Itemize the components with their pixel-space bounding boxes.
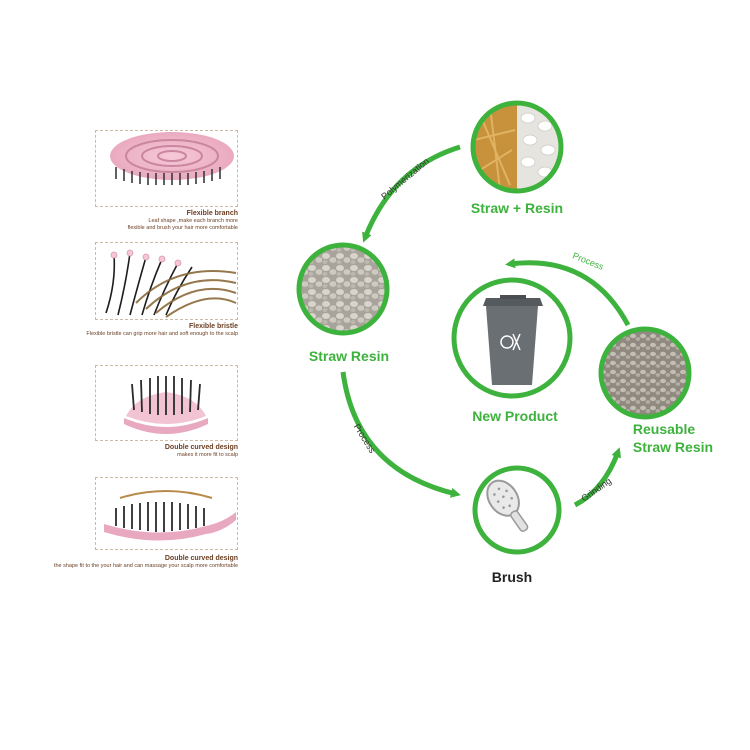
feature-desc-line: the shape fit to the your hair and can m…: [53, 563, 238, 569]
node-label-straw-resin-raw: Straw + Resin: [471, 200, 563, 216]
node-reusable-straw-resin: [598, 326, 692, 420]
side-brush-image: [104, 490, 236, 541]
brush-icon: [486, 479, 529, 532]
trash-bin-icon: [483, 295, 543, 385]
node-label-reusable-line2: Straw Resin: [633, 439, 713, 455]
edge-label-process-left: Process: [352, 422, 378, 455]
node-label-new-product: New Product: [472, 408, 558, 424]
node-straw-resin-raw: [470, 100, 564, 194]
leaf-brush-image: [110, 132, 234, 185]
node-label-straw-resin: Straw Resin: [309, 348, 389, 364]
node-brush: [472, 465, 562, 555]
feature-title: Flexible branch: [186, 210, 238, 217]
feature-panel-flexible-bristle: [95, 242, 238, 320]
feature-desc-line: flexible and brush your hair more comfor…: [127, 225, 238, 231]
feature-panel-double-curved-side: [95, 477, 238, 550]
edge-label-process-top: Process: [571, 250, 605, 272]
feature-desc-line: Leaf shape ,make each branch more: [148, 218, 238, 224]
feature-panel-double-curved: [95, 365, 238, 441]
feature-title: Double curved design: [164, 555, 238, 562]
feature-desc-line: makes it more fit to scalp: [177, 452, 238, 458]
arrow-process-left: [340, 371, 461, 498]
arrow-grinding: [573, 447, 621, 508]
arrow-polymerization: [362, 144, 461, 243]
node-new-product: [451, 277, 573, 399]
edge-label-grinding: Grinding: [579, 476, 613, 504]
bristle-hair-image: [105, 249, 237, 318]
node-straw-resin: [296, 242, 390, 336]
feature-panel-flexible-branch: [95, 130, 238, 207]
feature-desc-line: Flexible bristle can grip more hair and …: [86, 331, 238, 337]
edge-label-polymerization: Polymerization: [379, 156, 431, 202]
node-label-reusable-line1: Reusable: [633, 421, 695, 437]
feature-title: Flexible bristle: [188, 323, 238, 330]
node-label-brush: Brush: [492, 569, 532, 585]
feature-title: Double curved design: [164, 444, 238, 451]
curved-brush-image: [124, 376, 208, 434]
arrow-process-top: [505, 258, 631, 327]
